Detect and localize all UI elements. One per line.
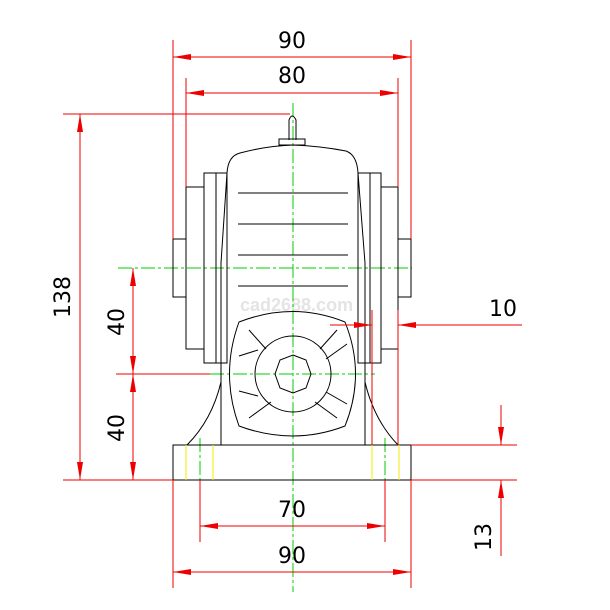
watermark: cad2688.com (240, 295, 353, 315)
dim-40-lower: 40 (105, 414, 130, 442)
dimensions (63, 40, 522, 588)
dim-bottom-90: 90 (278, 544, 306, 569)
dim-40-upper: 40 (105, 308, 130, 336)
dim-70: 70 (278, 498, 306, 523)
dim-top-90: 90 (278, 29, 306, 54)
dim-138: 138 (51, 276, 76, 318)
dim-13: 13 (472, 523, 497, 551)
dim-10: 10 (489, 297, 517, 322)
dim-80: 80 (278, 64, 306, 89)
gearbox-body (172, 115, 412, 481)
